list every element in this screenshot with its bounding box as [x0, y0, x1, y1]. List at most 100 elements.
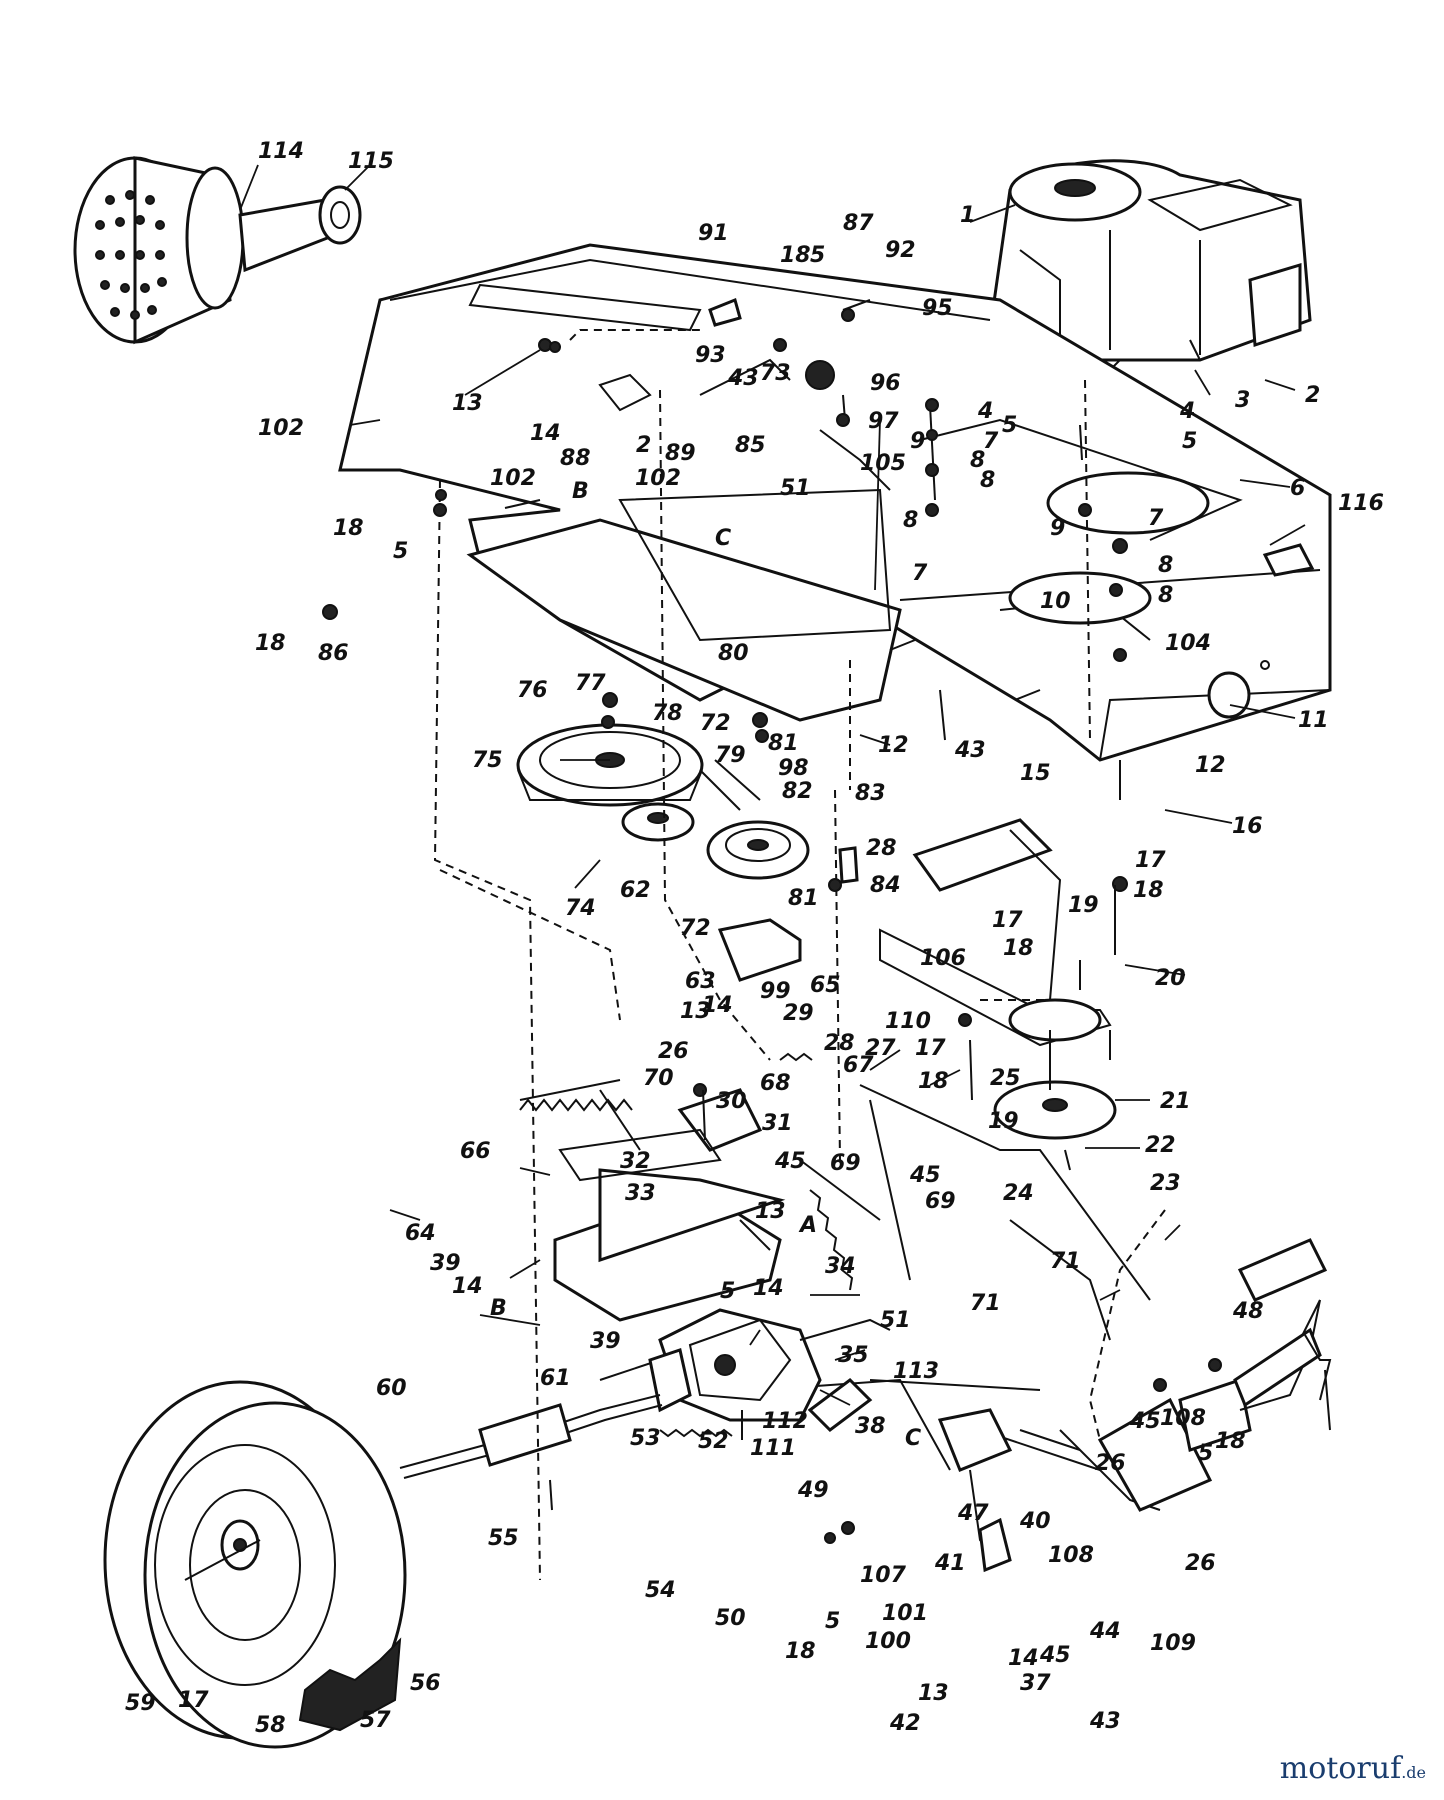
callout-95: 95: [922, 296, 953, 321]
callout-60: 60: [376, 1376, 407, 1401]
watermark-brand: motoruf: [1279, 1751, 1402, 1786]
callout-45b: 45: [909, 1163, 941, 1188]
callout-23: 23: [1150, 1171, 1181, 1196]
callout-83: 83: [855, 781, 886, 806]
callout-81b: 81: [788, 886, 819, 911]
callout-74: 74: [565, 896, 596, 921]
callout-22: 22: [1145, 1133, 1176, 1158]
callout-63: 63: [685, 969, 716, 994]
callout-43c: 43: [1089, 1709, 1121, 1734]
callout-72b: 72: [680, 916, 711, 941]
callout-12a: 12: [878, 733, 909, 758]
callout-112: 112: [762, 1409, 808, 1434]
callout-77: 77: [575, 671, 606, 696]
callout-8b: 8: [980, 468, 995, 493]
callout-86: 86: [318, 641, 349, 666]
callout-11: 11: [1298, 708, 1329, 733]
callout-32: 32: [620, 1149, 651, 1174]
callout-40: 40: [1019, 1509, 1051, 1534]
callout-69b: 69: [925, 1189, 956, 1214]
callout-104: 104: [1165, 631, 1211, 656]
callout-29: 29: [783, 1001, 814, 1026]
callout-69a: 69: [830, 1151, 861, 1176]
callout-8c: 8: [903, 508, 918, 533]
callout-102b: 102: [490, 466, 536, 491]
callout-79: 79: [715, 743, 746, 768]
callout-93: 93: [695, 343, 726, 368]
callout-18g: 18: [1215, 1429, 1246, 1454]
callout-61: 61: [540, 1366, 571, 1391]
callout-82: 82: [782, 779, 813, 804]
callout-39a: 39: [430, 1251, 461, 1276]
callout-26b: 26: [1095, 1451, 1126, 1476]
callout-C-mid: C: [905, 1426, 921, 1451]
callout-18d: 18: [1133, 878, 1164, 903]
callout-7b: 7: [912, 561, 928, 586]
callout-33: 33: [625, 1181, 656, 1206]
leader-lines: [239, 164, 1306, 1406]
callout-59: 59: [125, 1691, 156, 1716]
callout-71b: 71: [970, 1291, 1001, 1316]
callout-56: 56: [410, 1671, 441, 1696]
callout-5a: 5: [810, 243, 825, 268]
callout-1: 1: [960, 203, 975, 228]
callout-102a: 102: [258, 416, 304, 441]
callout-89: 89: [665, 441, 696, 466]
callout-45d: 45: [1039, 1643, 1071, 1668]
callout-84: 84: [870, 873, 901, 898]
callout-5e: 5: [720, 1279, 735, 1304]
frame-drawing: [338, 243, 1332, 762]
callout-12b: 12: [1195, 753, 1226, 778]
brake-lever-drawing: [1233, 1327, 1332, 1431]
air-filter-drawing: [73, 156, 362, 345]
callout-55: 55: [488, 1526, 519, 1551]
callout-43b: 43: [954, 738, 986, 763]
callout-28b: 28: [824, 1031, 855, 1056]
transmission-drawing: [599, 1308, 891, 1422]
callout-10: 10: [1040, 589, 1071, 614]
callout-4a: 4: [977, 399, 993, 424]
callout-6: 6: [1290, 476, 1305, 501]
callout-25: 25: [990, 1066, 1021, 1091]
callout-106: 106: [920, 946, 966, 971]
callout-85: 85: [735, 433, 766, 458]
callout-5c: 5: [1182, 429, 1197, 454]
callout-21: 21: [1160, 1089, 1191, 1114]
callout-18a: 18: [780, 243, 811, 268]
callout-42: 42: [889, 1711, 921, 1736]
callout-17a: 17: [1135, 848, 1166, 873]
callout-80: 80: [718, 641, 749, 666]
callout-67: 67: [843, 1053, 874, 1078]
callout-13d: 13: [918, 1681, 949, 1706]
callout-31: 31: [762, 1111, 793, 1136]
callout-96: 96: [870, 371, 901, 396]
pulleys-drawing: [516, 723, 810, 880]
callout-109: 109: [1150, 1631, 1196, 1656]
callout-57: 57: [360, 1708, 391, 1733]
callout-64: 64: [405, 1221, 436, 1246]
hardware-drawing: [322, 297, 1315, 1544]
callout-45a: 45: [774, 1149, 806, 1174]
callout-B-mid: B: [490, 1296, 507, 1321]
callout-38: 38: [855, 1414, 886, 1439]
callout-47: 47: [957, 1501, 989, 1526]
callout-97: 97: [868, 409, 899, 434]
callout-87: 87: [843, 211, 874, 236]
callout-19b: 19: [988, 1109, 1019, 1134]
callout-92: 92: [885, 238, 916, 263]
callout-65: 65: [810, 973, 841, 998]
callout-9b: 9: [1050, 516, 1065, 541]
callout-108a: 108: [1160, 1406, 1206, 1431]
callout-8d: 8: [1158, 553, 1173, 578]
callout-35: 35: [838, 1343, 869, 1368]
callout-18f: 18: [918, 1069, 949, 1094]
callout-76: 76: [517, 678, 548, 703]
callout-58: 58: [255, 1713, 286, 1738]
callout-13c: 13: [755, 1199, 786, 1224]
callout-26a: 26: [658, 1039, 689, 1064]
callout-98: 98: [778, 756, 809, 781]
callout-30: 30: [716, 1089, 747, 1114]
callout-9a: 9: [910, 429, 925, 454]
callout-18b: 18: [333, 516, 364, 541]
